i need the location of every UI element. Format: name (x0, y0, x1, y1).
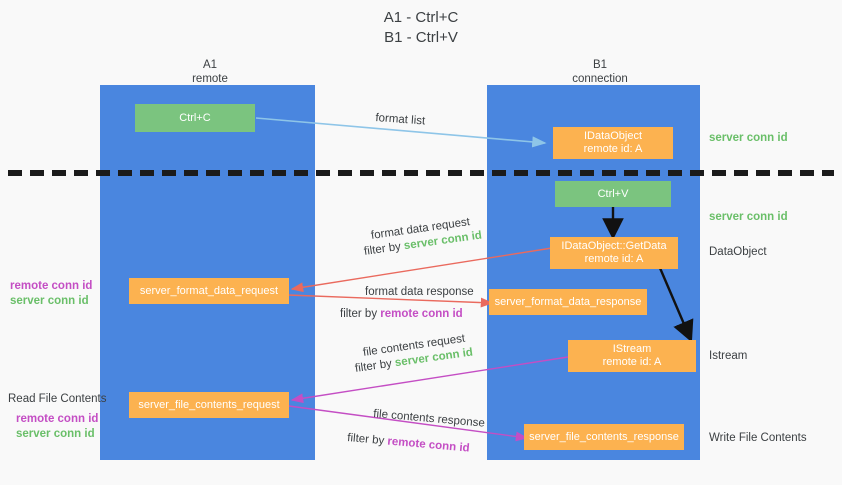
flow-label-file-contents-response-filter: filter by remote conn id (347, 430, 471, 457)
filter-prefix-4: filter by (346, 431, 388, 448)
filter-value-remote-conn-id-1: remote conn id (380, 308, 463, 320)
title-line-2: B1 - Ctrl+V (384, 29, 458, 46)
box-idataobject-line2: remote id: A (583, 143, 643, 155)
column-a1-name: A1 (202, 59, 218, 71)
box-idataobject[interactable]: IDataObject remote id: A (553, 127, 673, 159)
label-right-server-conn-id-1: server conn id (709, 132, 788, 144)
box-istream-line2: remote id: A (602, 356, 662, 368)
box-server-format-data-response-label: server_format_data_response (494, 295, 642, 308)
label-left-remote-conn-id-2: remote conn id (16, 413, 99, 425)
box-server-format-data-request-label: server_format_data_request (139, 284, 279, 297)
label-left-server-conn-id-1: server conn id (10, 295, 89, 307)
column-b1-sub: connection (572, 73, 628, 85)
box-server-file-contents-request-label: server_file_contents_request (138, 398, 280, 411)
flow-label-format-list: format list (375, 111, 426, 128)
box-ctrl-c[interactable]: Ctrl+C (135, 104, 255, 132)
label-left-read-file-contents: Read File Contents (8, 393, 107, 405)
flow-label-format-data-response-filter: filter by remote conn id (340, 306, 463, 322)
box-ctrl-c-label: Ctrl+C (179, 111, 211, 124)
label-right-dataobject: DataObject (709, 246, 767, 258)
box-istream[interactable]: IStream remote id: A (568, 340, 696, 372)
column-header-a1: A1 remote (130, 58, 290, 86)
filter-value-remote-conn-id-2: remote conn id (386, 435, 471, 455)
box-server-file-contents-response[interactable]: server_file_contents_response (524, 424, 684, 450)
box-ctrl-v[interactable]: Ctrl+V (555, 181, 671, 207)
box-getdata-line1: IDataObject::GetData (561, 240, 667, 252)
title-line-1: A1 - Ctrl+C (383, 9, 459, 26)
filter-prefix-1: filter by (363, 240, 405, 258)
filter-prefix-2: filter by (340, 308, 381, 320)
label-right-server-conn-id-2: server conn id (709, 211, 788, 223)
label-left-server-conn-id-2: server conn id (16, 428, 95, 440)
filter-prefix-3: filter by (354, 357, 396, 375)
label-left-remote-conn-id-1: remote conn id (10, 280, 93, 292)
box-server-format-data-request[interactable]: server_format_data_request (129, 278, 289, 304)
box-idataobject-getdata[interactable]: IDataObject::GetData remote id: A (550, 237, 678, 269)
column-a1-sub: remote (192, 73, 228, 85)
box-idataobject-line1: IDataObject (583, 130, 643, 142)
label-right-istream: Istream (709, 350, 748, 362)
label-right-write-file-contents: Write File Contents (709, 432, 807, 444)
flow-label-format-data-response: format data response (365, 286, 474, 298)
box-server-file-contents-request[interactable]: server_file_contents_request (129, 392, 289, 418)
box-server-format-data-response[interactable]: server_format_data_response (489, 289, 647, 315)
flow-label-file-contents-response: file contents response (372, 407, 486, 430)
page-title: A1 - Ctrl+C B1 - Ctrl+V (0, 8, 842, 48)
box-server-file-contents-response-label: server_file_contents_response (529, 430, 679, 443)
box-getdata-line2: remote id: A (584, 253, 644, 265)
phase-divider (8, 170, 834, 176)
column-b1-name: B1 (592, 59, 608, 71)
box-ctrl-v-label: Ctrl+V (597, 187, 629, 200)
box-istream-line1: IStream (612, 343, 652, 355)
column-header-b1: B1 connection (520, 58, 680, 86)
